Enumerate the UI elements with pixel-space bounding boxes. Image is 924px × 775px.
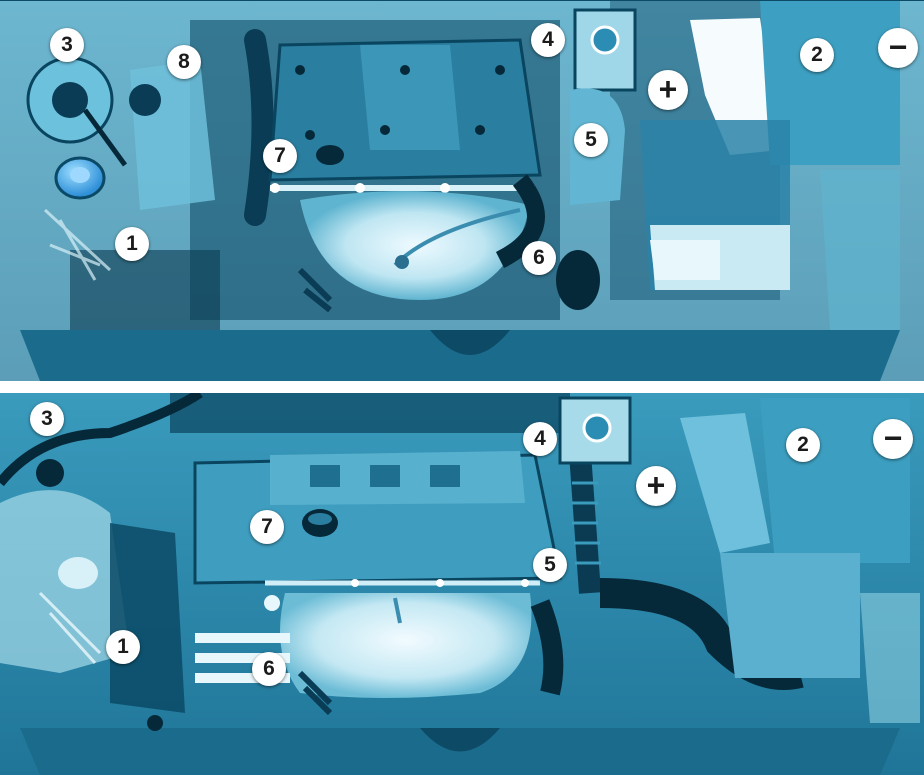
callout-6: 6 — [522, 241, 556, 275]
callout-3: 3 — [50, 28, 84, 62]
callout-2: 2 — [800, 38, 834, 72]
engine-bay-top-illustration — [0, 0, 924, 381]
brake-fluid-cap — [129, 84, 161, 116]
negative-terminal-symbol: − — [873, 419, 913, 459]
callout-1: 1 — [106, 630, 140, 664]
callout-3: 3 — [30, 402, 64, 436]
callout-2: 2 — [786, 428, 820, 462]
callout-7: 7 — [263, 139, 297, 173]
callout-4: 4 — [523, 422, 557, 456]
callout-8: 8 — [167, 45, 201, 79]
callout-1: 1 — [115, 227, 149, 261]
engine-bay-bottom-view: 3 1 7 6 4 5 2 + − — [0, 393, 924, 775]
callout-4: 4 — [531, 23, 565, 57]
positive-terminal-clamp — [592, 27, 618, 53]
callout-6: 6 — [252, 652, 286, 686]
positive-terminal-symbol: + — [648, 70, 688, 110]
callout-5: 5 — [574, 123, 608, 157]
positive-terminal-clamp — [584, 415, 610, 441]
positive-terminal-symbol: + — [636, 466, 676, 506]
reservoir-cap — [36, 459, 64, 487]
engine-bay-top-view: 3 8 1 7 4 5 6 2 + − — [0, 0, 924, 381]
negative-terminal-symbol: − — [878, 28, 918, 68]
engine-bay-bottom-illustration — [0, 393, 924, 775]
engine-block — [280, 593, 531, 698]
reservoir-cap — [52, 82, 88, 118]
callout-5: 5 — [533, 548, 567, 582]
callout-7: 7 — [250, 510, 284, 544]
oil-filler-cap — [316, 145, 344, 165]
